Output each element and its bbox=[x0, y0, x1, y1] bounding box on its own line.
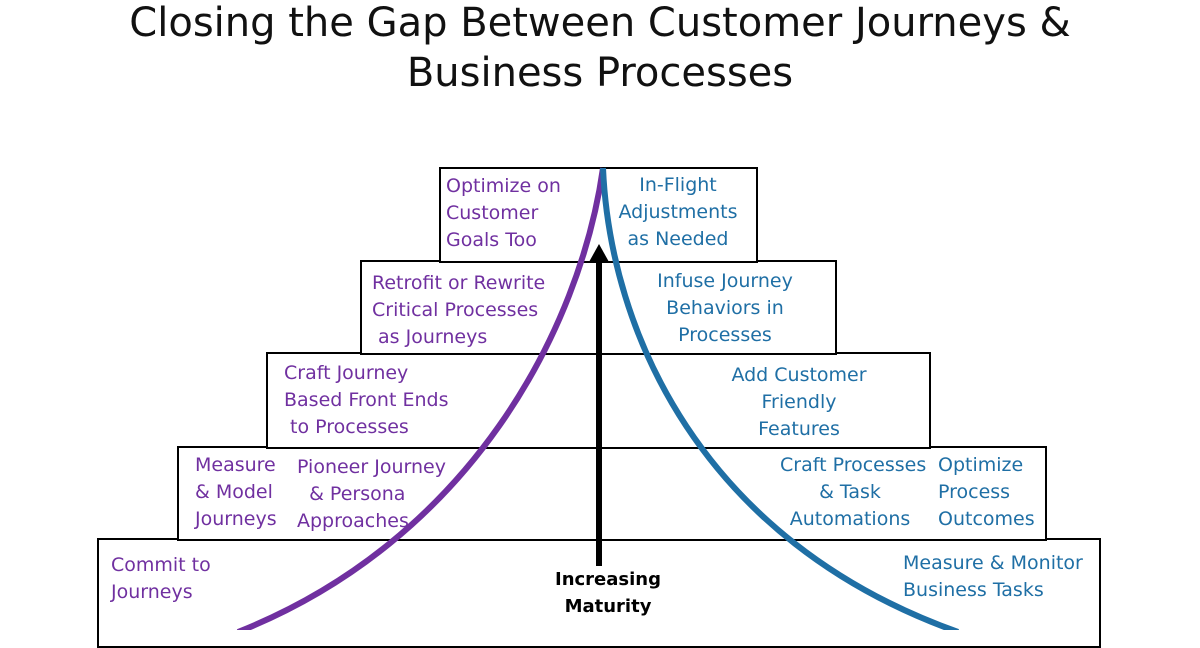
tier-5-process-label: In-Flight Adjustments as Needed bbox=[618, 174, 738, 250]
tier-3-journey-label: Craft Journey Based Front Ends to Proces… bbox=[284, 362, 449, 438]
tier-2-journey-label-a: Measure & Model Journeys bbox=[195, 454, 277, 530]
tier-5-journey-label: Optimize on Customer Goals Too bbox=[446, 175, 561, 251]
journey-curve bbox=[236, 167, 606, 630]
tier-2-process-label-b: Optimize Process Outcomes bbox=[938, 454, 1035, 530]
diagram-title-line-2: Business Processes bbox=[406, 50, 794, 96]
tier-4-journey-label: Retrofit or Rewrite Critical Processes a… bbox=[372, 272, 546, 348]
maturity-arrow-head bbox=[589, 244, 609, 262]
tier-4-process-label: Infuse Journey Behaviors in Processes bbox=[657, 270, 793, 346]
diagram-title-line-1: Closing the Gap Between Customer Journey… bbox=[129, 0, 1071, 46]
tier-3-process-label: Add Customer Friendly Features bbox=[731, 364, 867, 440]
increasing-maturity-label: Increasing Maturity bbox=[555, 569, 661, 617]
tier-2-process-label-a: Craft Processes & Task Automations bbox=[780, 454, 927, 530]
tier-2-journey-label-b: Pioneer Journey & Persona Approaches bbox=[297, 456, 446, 532]
tier-1-journey-label: Commit to Journeys bbox=[111, 554, 211, 603]
process-curve bbox=[600, 167, 960, 630]
maturity-curves bbox=[236, 167, 960, 630]
tier-1-process-label: Measure & Monitor Business Tasks bbox=[903, 552, 1083, 601]
